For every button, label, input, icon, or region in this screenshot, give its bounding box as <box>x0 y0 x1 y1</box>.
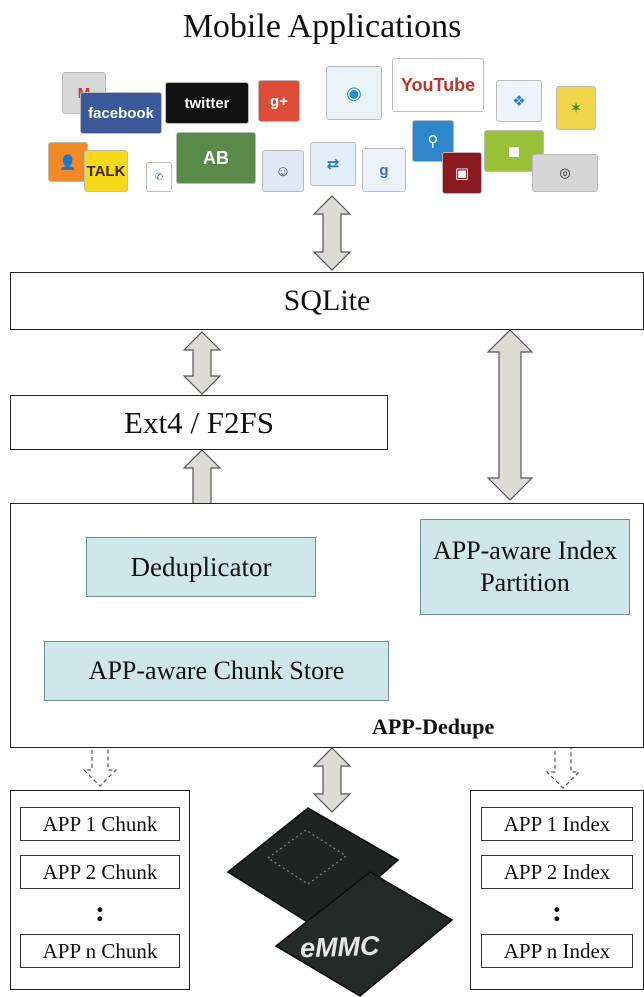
kakaotalk-icon: TALK <box>84 150 128 192</box>
dropbox-icon: ❖ <box>496 80 542 122</box>
apps-sqlite-arrow <box>312 195 352 271</box>
emmc-chip-front <box>274 871 454 997</box>
index-item: APP 1 Index <box>481 807 633 841</box>
chunk-ellipsis: : <box>95 895 105 928</box>
app-dedupe-label: APP-Dedupe <box>372 714 495 739</box>
index-list-container: APP 1 Index APP 2 Index : APP n Index <box>470 790 644 990</box>
chunk-store-label: APP-aware Chunk Store <box>88 656 345 685</box>
sqlite-layer: SQLite <box>10 272 644 330</box>
red-app-icon: ▣ <box>442 152 482 194</box>
angry-birds-icon: AB <box>176 132 256 184</box>
facebook-icon: facebook <box>80 92 162 134</box>
chunk-item: APP 2 Chunk <box>20 855 180 889</box>
google-search-icon: g <box>362 148 406 192</box>
deduplicator-label: Deduplicator <box>130 551 272 582</box>
index-item: APP n Index <box>481 934 633 968</box>
chunk-item: APP 1 Chunk <box>20 807 180 841</box>
sqlite-label: SQLite <box>283 284 371 317</box>
emmc-chip-back <box>226 807 400 931</box>
index-ellipsis: : <box>552 895 562 928</box>
finder-icon: ☺ <box>262 150 304 192</box>
twitter-icon: twitter <box>165 82 249 124</box>
index-partition-label: APP-aware Index Partition <box>432 535 618 598</box>
filesystem-label: Ext4 / F2FS <box>124 404 274 440</box>
browser-icon: ⇄ <box>310 142 356 186</box>
chunk-store-box: APP-aware Chunk Store <box>44 641 389 701</box>
chunk-item: APP n Chunk <box>20 934 180 968</box>
index-partition-box: APP-aware Index Partition <box>420 519 630 615</box>
emmc-label: eMMC <box>299 930 380 964</box>
mobile-applications-title: Mobile Applications <box>182 8 462 45</box>
deduplicator-box: Deduplicator <box>86 537 316 597</box>
camera-icon: ◎ <box>532 154 598 192</box>
chrome-like-icon: ◉ <box>326 66 382 120</box>
youtube-icon: YouTube <box>392 58 484 112</box>
contacts-icon: 👤 <box>48 142 88 182</box>
dedupe-emmc-arrow <box>312 747 352 813</box>
sqlite-fs-arrow <box>182 331 222 395</box>
phone-icon: ✆ <box>146 162 172 192</box>
chunk-list-container: APP 1 Chunk APP 2 Chunk : APP n Chunk <box>10 790 190 990</box>
yellow-app-icon: ✶ <box>556 86 596 130</box>
sqlite-index-arrow <box>486 329 534 501</box>
filesystem-layer: Ext4 / F2FS <box>10 395 388 450</box>
google-plus-icon: g+ <box>258 80 300 122</box>
index-item: APP 2 Index <box>481 855 633 889</box>
